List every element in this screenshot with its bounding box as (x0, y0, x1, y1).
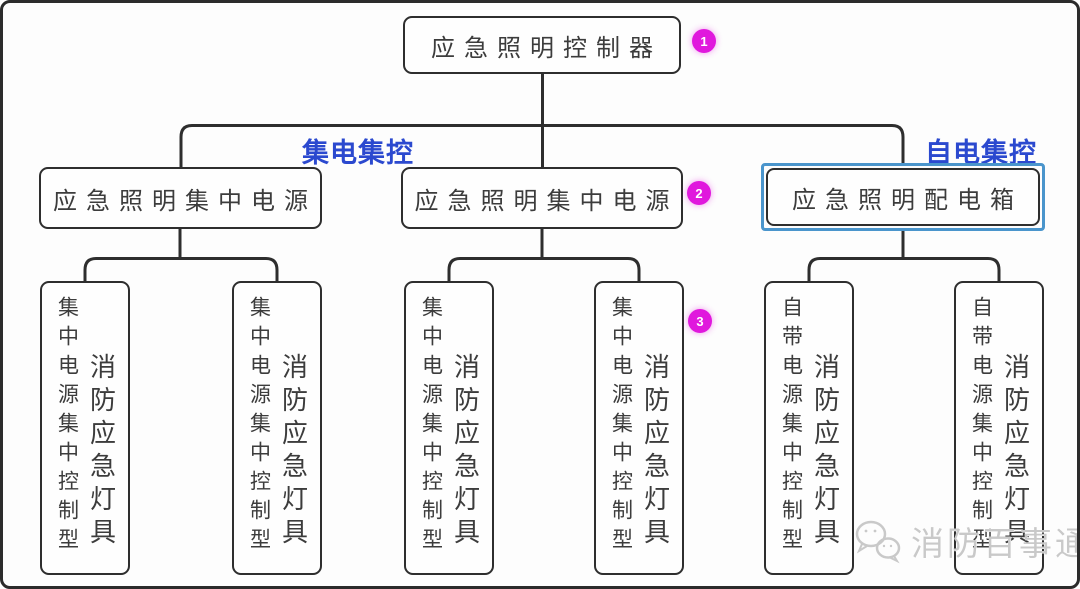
box-distribution-panel: 应急照明配电箱 (766, 168, 1040, 226)
box-central-power-center: 应急照明集中电源 (401, 167, 683, 229)
root-box-label: 应急照明控制器 (431, 35, 662, 62)
root-box-emergency-lighting-controller: 应急照明控制器 (403, 16, 681, 74)
leaf-box-3: 集中电源集中控制型 消防应急灯具 (404, 281, 494, 575)
badge-1: 1 (692, 29, 716, 53)
leaf-1-type-label: 集中电源集中控制型 (55, 296, 80, 557)
highlight-box-distribution-panel: 应急照明配电箱 (761, 163, 1045, 231)
leaf-6-device-label: 消防应急灯具 (1000, 353, 1030, 551)
badge-2: 2 (687, 181, 711, 205)
leaf-box-5: 自带电源集中控制型 消防应急灯具 (764, 281, 854, 575)
branch-label-centralized-power: 集电集控 (302, 138, 414, 168)
leaf-6-type-label: 自带电源集中控制型 (969, 296, 994, 557)
leaf-box-4: 集中电源集中控制型 消防应急灯具 (594, 281, 684, 575)
box-central-power-center-label: 应急照明集中电源 (414, 188, 679, 215)
leaf-box-1: 集中电源集中控制型 消防应急灯具 (40, 281, 130, 575)
watermark: 消防百事通 (853, 517, 1080, 565)
leaf-2-device-label: 消防应急灯具 (278, 353, 308, 551)
badge-3: 3 (688, 309, 712, 333)
box-distribution-panel-label: 应急照明配电箱 (792, 187, 1023, 214)
wechat-icon (853, 518, 905, 564)
leaf-1-device-label: 消防应急灯具 (86, 353, 116, 551)
leaf-box-6: 自带电源集中控制型 消防应急灯具 (954, 281, 1044, 575)
leaf-5-device-label: 消防应急灯具 (810, 353, 840, 551)
leaf-3-type-label: 集中电源集中控制型 (419, 296, 444, 557)
leaf-3-device-label: 消防应急灯具 (450, 353, 480, 551)
box-central-power-left: 应急照明集中电源 (39, 167, 322, 229)
leaf-2-type-label: 集中电源集中控制型 (247, 296, 272, 557)
leaf-box-2: 集中电源集中控制型 消防应急灯具 (232, 281, 322, 575)
box-central-power-left-label: 应急照明集中电源 (53, 188, 317, 215)
leaf-4-device-label: 消防应急灯具 (640, 353, 670, 551)
leaf-4-type-label: 集中电源集中控制型 (609, 296, 634, 557)
connector-lines (83, 74, 1001, 281)
leaf-5-type-label: 自带电源集中控制型 (779, 296, 804, 557)
watermark-text: 消防百事通 (911, 527, 1080, 563)
